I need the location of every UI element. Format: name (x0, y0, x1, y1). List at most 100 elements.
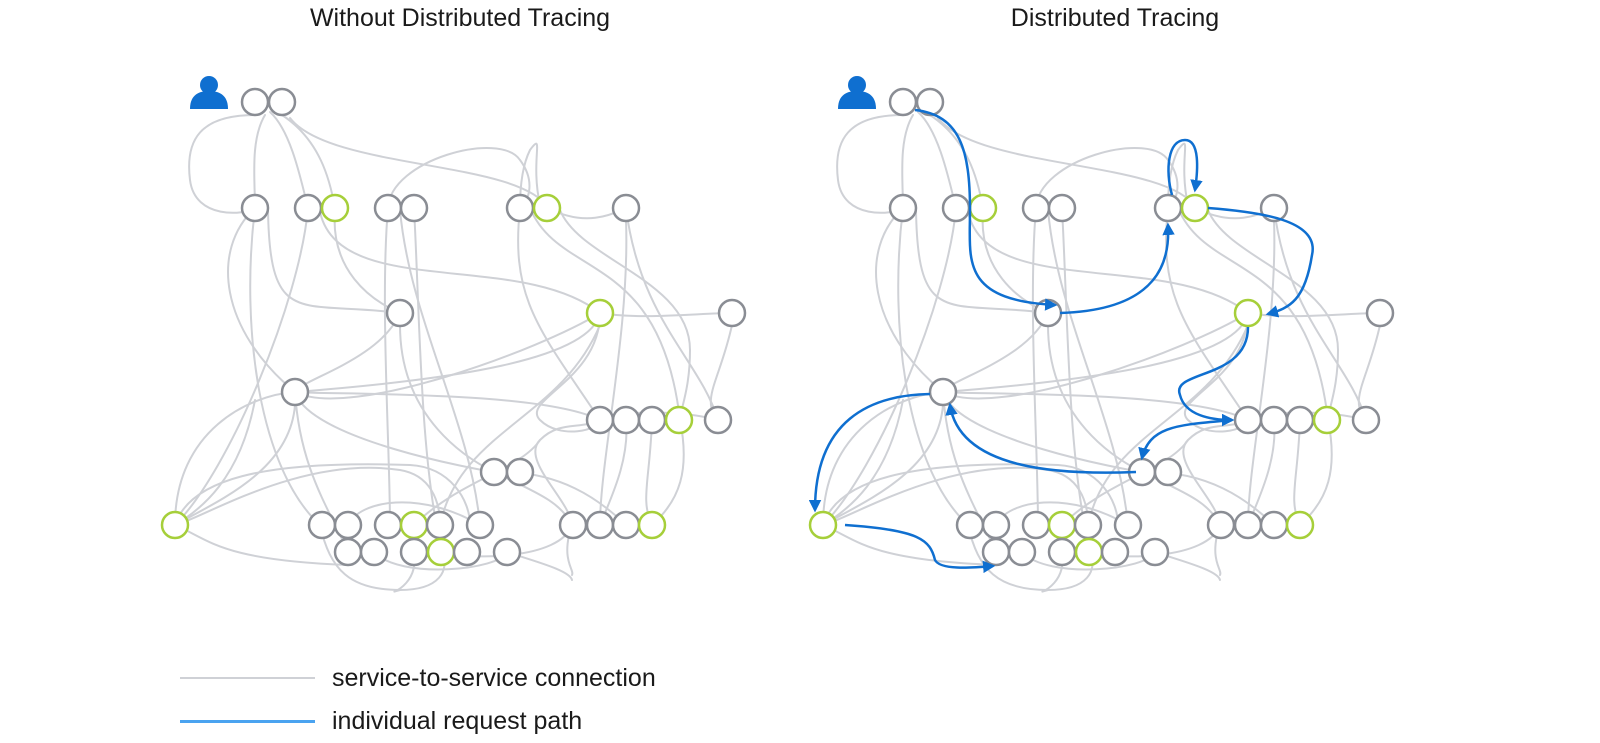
service-node (703, 405, 733, 435)
service-node (637, 405, 667, 435)
highlighted-node (1047, 510, 1077, 540)
service-node (1365, 298, 1395, 328)
legend-label: individual request path (332, 706, 583, 735)
service-node (492, 537, 522, 567)
legend-label: service-to-service connection (332, 663, 656, 692)
request-path (808, 108, 1314, 574)
highlighted-node (1074, 537, 1104, 567)
service-node (307, 510, 337, 540)
highlighted-node (399, 510, 429, 540)
service-node (505, 193, 535, 223)
service-node (611, 510, 641, 540)
service-node (240, 87, 270, 117)
service-node (359, 537, 389, 567)
service-node (888, 193, 918, 223)
legend-line-gray (180, 677, 315, 679)
service-node (1021, 193, 1051, 223)
service-node (425, 510, 455, 540)
service-node (585, 405, 615, 435)
service-node (1153, 193, 1183, 223)
service-node (465, 510, 495, 540)
service-connections (822, 111, 1381, 593)
service-node (1047, 537, 1077, 567)
request-path-segment (1167, 138, 1203, 196)
request-path-segment (844, 523, 996, 574)
service-node (267, 87, 297, 117)
service-nodes (808, 87, 1395, 567)
highlighted-node (426, 537, 456, 567)
service-node (1047, 193, 1077, 223)
service-node (1233, 510, 1263, 540)
highlighted-node (585, 298, 615, 328)
user-icon (190, 76, 228, 109)
service-node (717, 298, 747, 328)
service-node (611, 193, 641, 223)
service-node (981, 510, 1011, 540)
legend-service-connection: service-to-service connection (180, 663, 656, 693)
request-path-segment (1177, 326, 1250, 427)
highlighted-node (532, 193, 562, 223)
panel-title-distributed-tracing: Distributed Tracing (1010, 4, 1220, 32)
service-node (373, 193, 403, 223)
service-node (385, 298, 415, 328)
highlighted-node (664, 405, 694, 435)
request-path-segment (1138, 418, 1233, 461)
service-node (1259, 510, 1289, 540)
highlighted-node (808, 510, 838, 540)
service-node (333, 537, 363, 567)
service-node (479, 457, 509, 487)
service-node (1351, 405, 1381, 435)
highlighted-node (968, 193, 998, 223)
highlighted-node (1285, 510, 1315, 540)
service-node (941, 193, 971, 223)
request-path-segment (945, 402, 1137, 474)
service-node (1073, 510, 1103, 540)
service-node (1021, 510, 1051, 540)
service-node (888, 87, 918, 117)
service-node (955, 510, 985, 540)
service-node (505, 457, 535, 487)
service-node (1259, 193, 1289, 223)
service-node (915, 87, 945, 117)
service-node (240, 193, 270, 223)
service-node (399, 193, 429, 223)
legend-request-path: individual request path (180, 706, 582, 736)
highlighted-node (1312, 405, 1342, 435)
service-node (1007, 537, 1037, 567)
service-node (399, 537, 429, 567)
request-path-segment (808, 392, 931, 513)
service-node (585, 510, 615, 540)
service-node (1233, 405, 1263, 435)
service-node (1206, 510, 1236, 540)
highlighted-node (160, 510, 190, 540)
service-nodes (160, 87, 747, 567)
service-node (558, 510, 588, 540)
service-node (1285, 405, 1315, 435)
service-node (1113, 510, 1143, 540)
service-node (1153, 457, 1183, 487)
service-node (1140, 537, 1170, 567)
request-path-segment (914, 108, 1058, 311)
network-with-tracing (808, 76, 1395, 593)
request-path-segment (1207, 206, 1314, 318)
highlighted-node (1180, 193, 1210, 223)
user-icon (838, 76, 876, 109)
service-node (280, 377, 310, 407)
service-node (1100, 537, 1130, 567)
service-node (293, 193, 323, 223)
service-node (928, 377, 958, 407)
service-node (611, 405, 641, 435)
legend-line-blue (180, 719, 315, 723)
network-without-tracing (160, 76, 747, 593)
service-node (373, 510, 403, 540)
service-node (452, 537, 482, 567)
network-clone (808, 76, 1395, 593)
service-node (1259, 405, 1289, 435)
service-node (333, 510, 363, 540)
service-node (981, 537, 1011, 567)
highlighted-node (320, 193, 350, 223)
highlighted-node (1233, 298, 1263, 328)
highlighted-node (637, 510, 667, 540)
request-path-segment (1059, 222, 1175, 315)
